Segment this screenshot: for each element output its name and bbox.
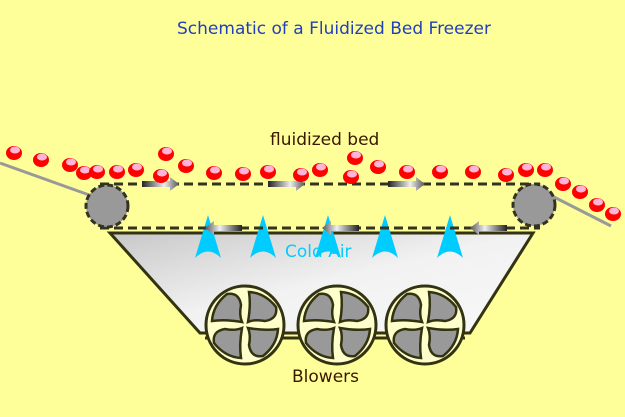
cold-air-label: Cold Air [285,242,352,262]
food-particle [605,207,621,221]
food-particle [260,165,276,179]
arrow-left-icon [322,221,359,235]
food-particle [589,198,605,212]
left-roller [84,183,130,229]
food-particle [89,165,105,179]
arrow-right-icon [268,177,305,191]
food-particle [370,160,386,174]
cold-air-jet-icon [437,215,463,258]
arrow-right-icon [388,177,425,191]
food-particle [153,169,169,183]
diagram-title: Schematic of a Fluidized Bed Freezer [177,19,491,39]
food-particle [537,163,553,177]
cold-air-jet-icon [315,215,341,258]
food-particle [158,147,174,161]
food-particle [465,165,481,179]
cold-air-jet-icon [372,215,398,258]
fluidized-bed-label: fluidized bed [270,130,380,150]
right-roller [511,182,557,228]
food-particle [312,163,328,177]
blower-fan-icon [296,284,378,366]
food-particle [109,165,125,179]
food-particle [76,166,92,180]
belt-direction-arrows [142,177,507,235]
food-particle [293,168,309,182]
food-particle [62,158,78,172]
food-particle [498,168,514,182]
food-particle [399,165,415,179]
blower-fan-icon [384,284,466,366]
food-particles [6,146,621,221]
food-particle [518,163,534,177]
arrow-left-icon [470,221,507,235]
infeed-ramp [0,161,93,198]
blowers [204,284,466,366]
food-particle [6,146,22,160]
outfeed-ramp [551,194,612,228]
food-particle [235,167,251,181]
arrow-right-icon [142,177,179,191]
food-particle [343,170,359,184]
food-particle [206,166,222,180]
blower-fan-icon [204,284,286,366]
food-particle [572,185,588,199]
food-particle [432,165,448,179]
food-particle [178,159,194,173]
arrow-left-icon [205,221,242,235]
food-particle [555,177,571,191]
food-particle [33,153,49,167]
food-particle [128,163,144,177]
food-particle [347,151,363,165]
blowers-label: Blowers [292,367,359,387]
cold-air-jets [195,215,463,258]
conveyor-belt [0,161,612,230]
cold-air-jet-icon [195,215,221,258]
cold-air-jet-icon [250,215,276,258]
